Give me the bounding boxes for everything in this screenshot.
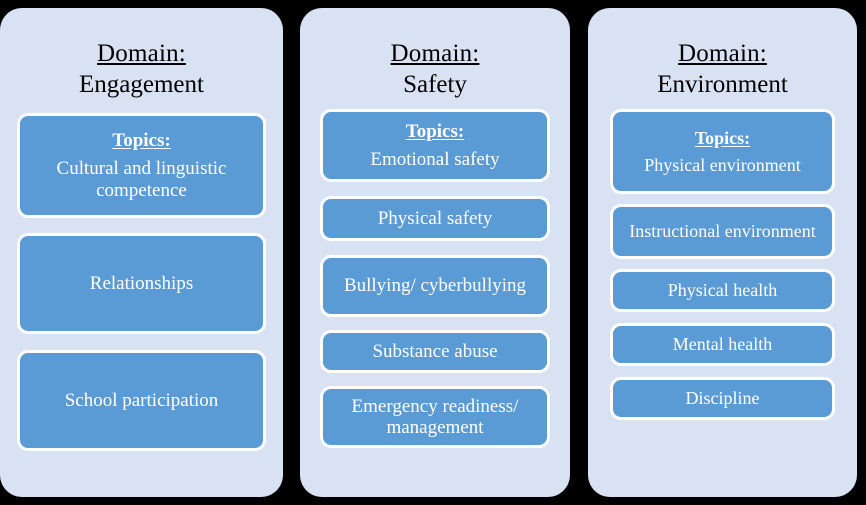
topic-label: Physical safety: [377, 207, 493, 229]
topic-box[interactable]: Topics: Cultural and linguistic competen…: [17, 113, 266, 218]
topics-label: Topics:: [112, 130, 171, 152]
topic-box[interactable]: Discipline: [610, 377, 835, 420]
domain-name: Safety: [403, 71, 467, 98]
domain-name: Environment: [657, 71, 788, 98]
topic-label: School participation: [64, 389, 219, 411]
domain-label: Domain:: [390, 40, 480, 67]
topic-label: Physical health: [667, 280, 778, 301]
topics-label: Topics:: [405, 120, 465, 142]
topic-box[interactable]: School participation: [17, 350, 266, 451]
topic-box[interactable]: Topics: Physical environment: [610, 109, 835, 194]
topic-label: Bullying/ cyberbullying: [343, 275, 527, 297]
topic-label: Cultural and linguistic competence: [56, 158, 227, 201]
topic-box[interactable]: Emergency readiness/ management: [320, 386, 550, 448]
topic-box[interactable]: Substance abuse: [320, 330, 550, 373]
topic-list-environment: Topics: Physical environment Instruction…: [588, 109, 857, 497]
topic-label: Emergency readiness/ management: [351, 395, 519, 438]
topic-list-safety: Topics: Emotional safety Physical safety…: [300, 109, 570, 497]
topic-label: Instructional environment: [629, 221, 816, 242]
domain-card-engagement: Domain: Engagement Topics: Cultural and …: [0, 8, 283, 497]
topic-list-engagement: Topics: Cultural and linguistic competen…: [0, 113, 283, 497]
domain-card-safety: Domain: Safety Topics: Emotional safety …: [300, 8, 570, 497]
topic-label: Mental health: [672, 334, 773, 355]
domain-card-environment: Domain: Environment Topics: Physical env…: [588, 8, 857, 497]
domain-header-safety: Domain: Safety: [300, 40, 570, 99]
topic-label: Relationships: [89, 272, 194, 294]
domain-label: Domain:: [678, 40, 767, 67]
topic-box[interactable]: Physical safety: [320, 196, 550, 241]
domain-label: Domain:: [97, 40, 186, 67]
domain-header-environment: Domain: Environment: [588, 40, 857, 99]
topic-box[interactable]: Physical health: [610, 269, 835, 312]
topic-label: Emotional safety: [370, 149, 500, 170]
topic-box[interactable]: Relationships: [17, 233, 266, 334]
domain-header-engagement: Domain: Engagement: [0, 40, 283, 99]
topic-box[interactable]: Mental health: [610, 323, 835, 366]
topic-label: Physical environment: [644, 154, 801, 175]
topic-label: Discipline: [685, 388, 760, 409]
domain-name: Engagement: [79, 71, 204, 98]
topic-label: Substance abuse: [372, 340, 498, 362]
topic-box[interactable]: Instructional environment: [610, 204, 835, 259]
topic-box[interactable]: Topics: Emotional safety: [320, 109, 550, 182]
topics-label: Topics:: [694, 128, 751, 149]
topic-box[interactable]: Bullying/ cyberbullying: [320, 255, 550, 317]
